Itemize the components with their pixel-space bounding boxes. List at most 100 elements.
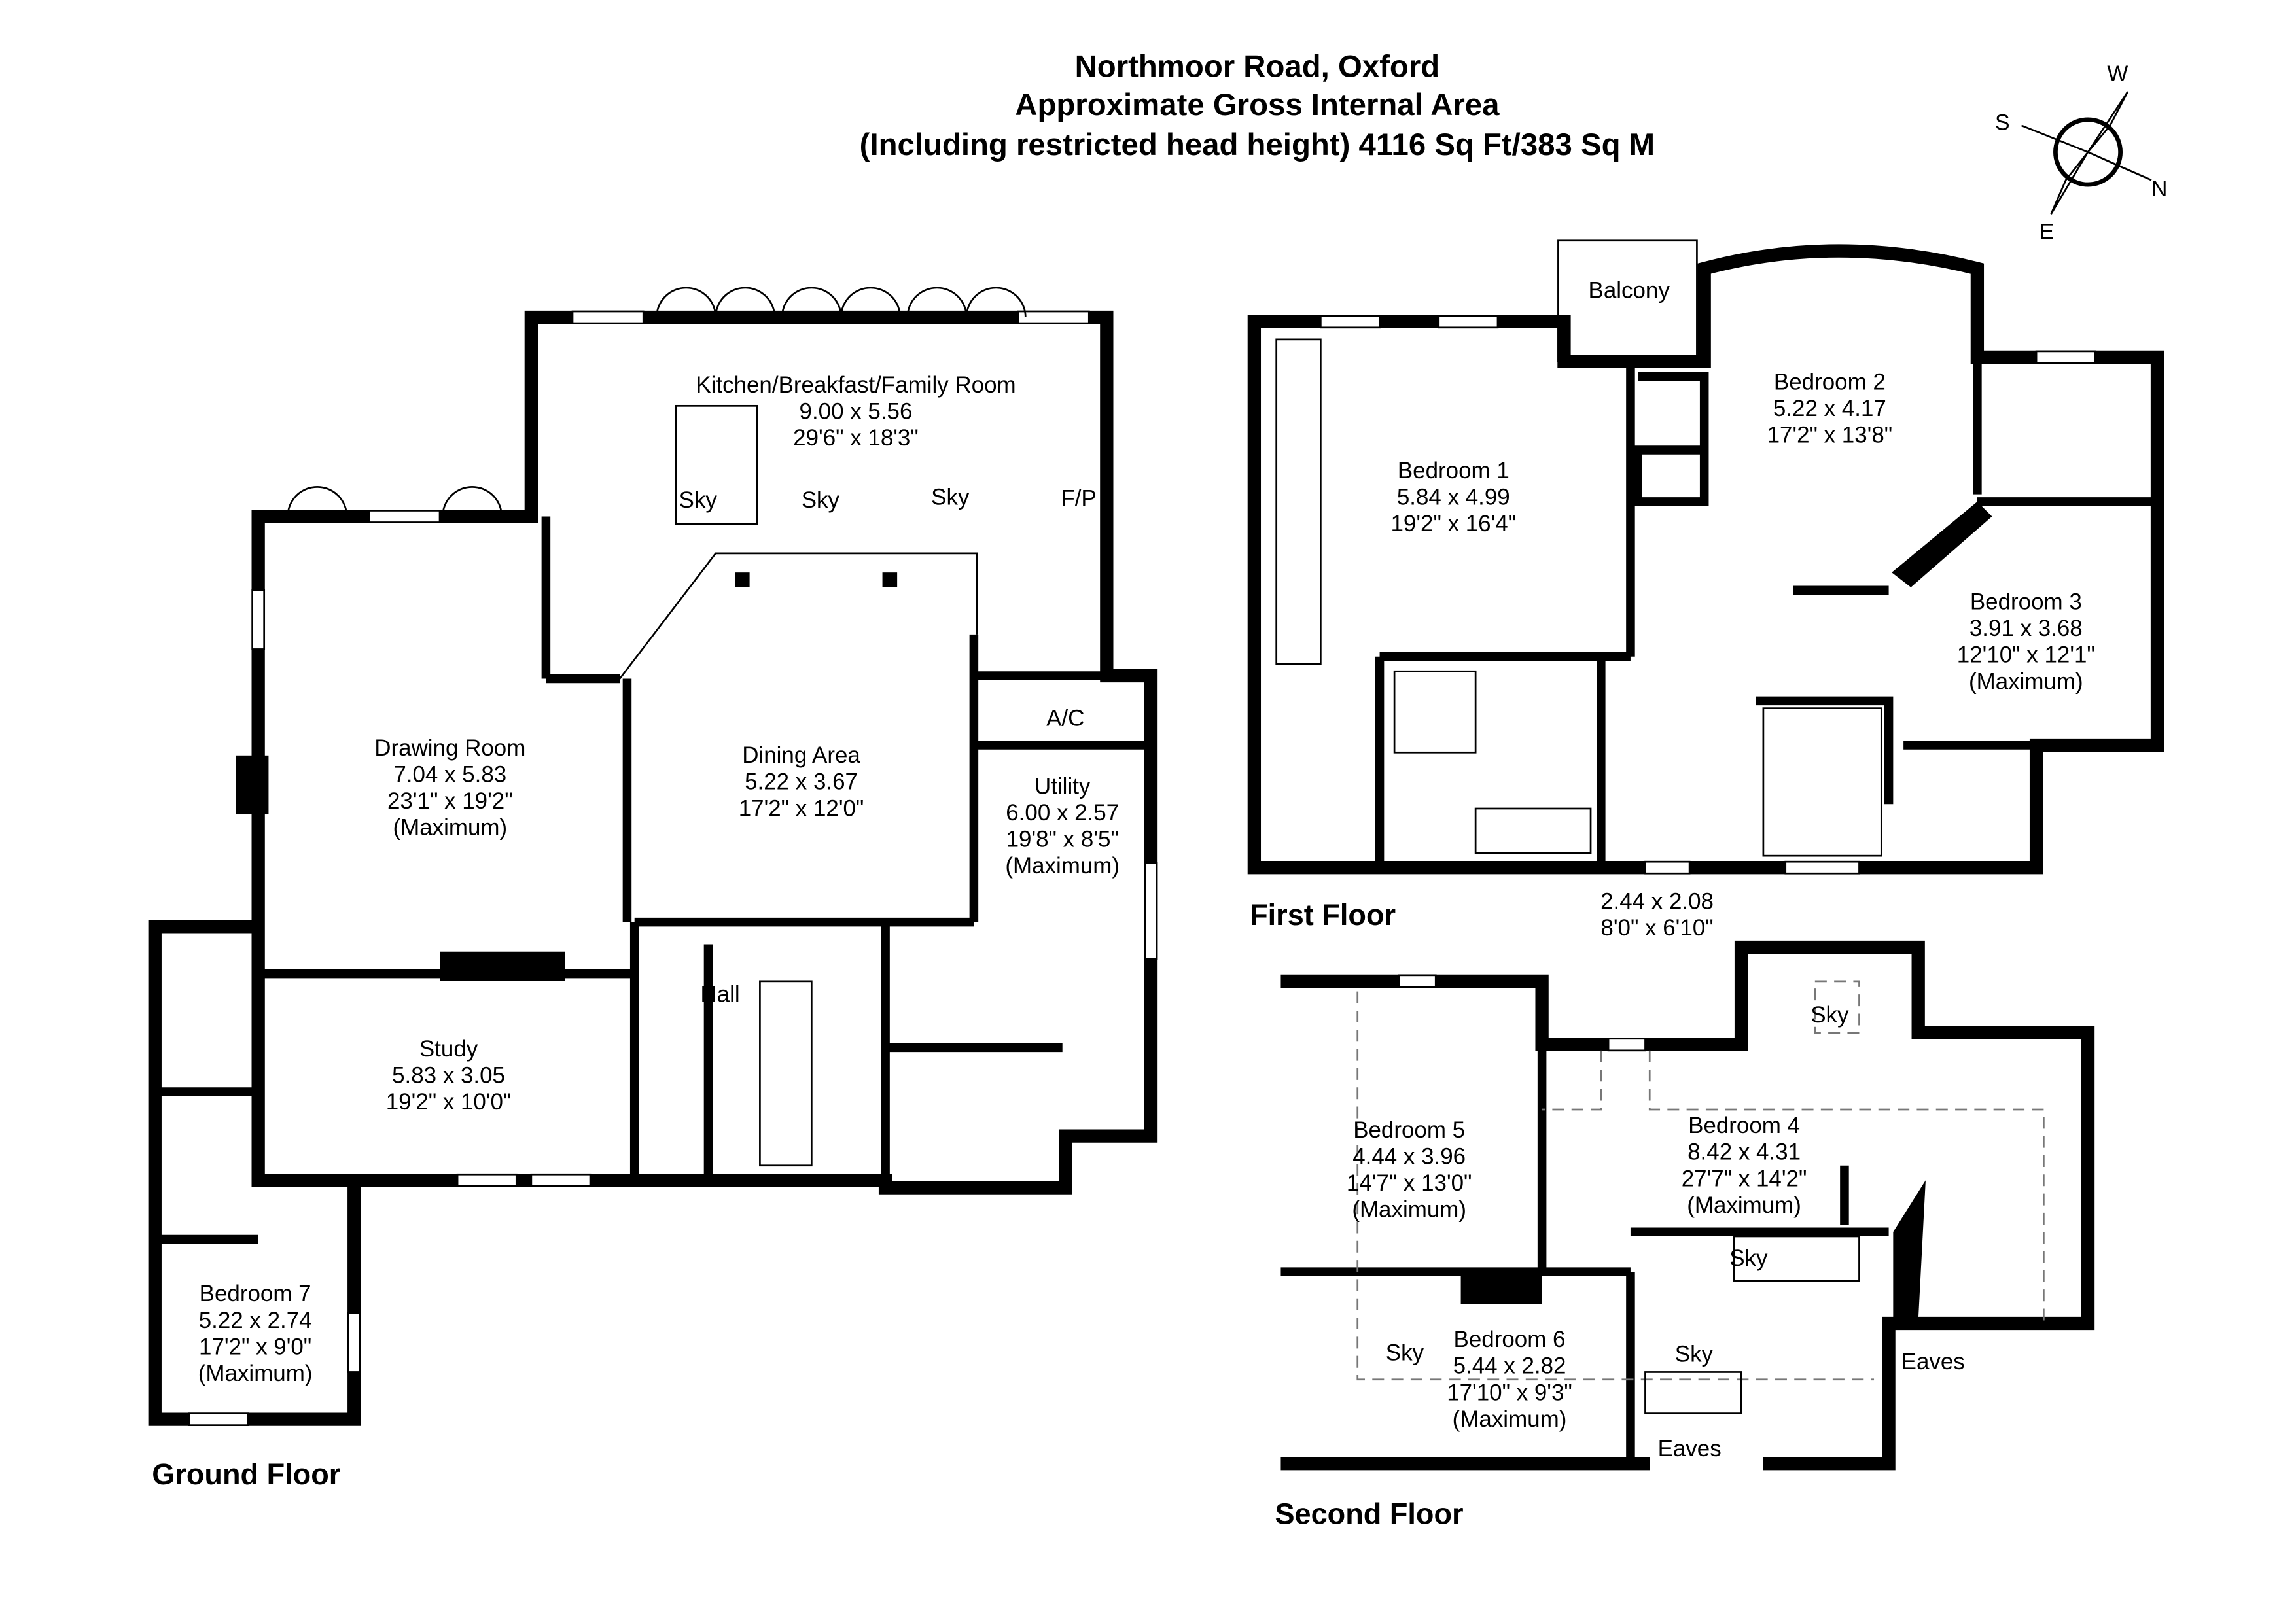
utility-metric: 6.00 x 2.57 bbox=[1006, 800, 1119, 826]
compass-w: W bbox=[2107, 61, 2128, 86]
restricted-height-outline bbox=[1356, 980, 2045, 1381]
sky-label: Sky bbox=[679, 487, 718, 513]
sky-label: Sky bbox=[931, 484, 970, 510]
drawing-room-note: (Maximum) bbox=[393, 815, 507, 841]
bedroom6-name: Bedroom 6 bbox=[1454, 1327, 1566, 1352]
bedroom1-imperial: 19'2" x 16'4" bbox=[1391, 511, 1517, 536]
window bbox=[571, 310, 645, 324]
dining-name: Dining Area bbox=[742, 742, 860, 768]
bedroom7-imperial: 17'2" x 9'0" bbox=[199, 1334, 311, 1359]
sky-label: Sky bbox=[1810, 1002, 1849, 1028]
bedroom4-metric: 8.42 x 4.31 bbox=[1687, 1140, 1801, 1165]
second-floor-outer-wall bbox=[1280, 940, 2095, 1471]
bedroom4-name: Bedroom 4 bbox=[1688, 1113, 1800, 1138]
bedroom5-note: (Maximum) bbox=[1352, 1197, 1466, 1223]
sky-label: Sky bbox=[1675, 1342, 1714, 1367]
bedroom7-name: Bedroom 7 bbox=[200, 1281, 311, 1306]
bedroom3-note: (Maximum) bbox=[1969, 669, 2083, 694]
landing-metric: 2.44 x 2.08 bbox=[1600, 888, 1714, 914]
bedroom2-imperial: 17'2" x 13'8" bbox=[1767, 423, 1893, 448]
bedroom4-imperial: 27'7" x 14'2" bbox=[1682, 1166, 1807, 1191]
drawing-room-imperial: 23'1" x 19'2" bbox=[387, 788, 513, 814]
drawing-fireplace bbox=[236, 755, 269, 815]
header: Northmoor Road, Oxford Approximate Gross… bbox=[860, 49, 1655, 162]
first-floor-plan: Balcony Bedroom 1 5.84 x 4.99 19'2" x 16… bbox=[1247, 239, 2164, 941]
balcony-label: Balcony bbox=[1589, 278, 1670, 304]
second-internal-walls bbox=[1280, 1044, 1889, 1461]
window bbox=[1784, 860, 1860, 875]
eaves-block bbox=[1893, 1180, 1926, 1321]
window bbox=[530, 1173, 592, 1187]
bedroom3-wall-diagonal bbox=[1892, 501, 1992, 587]
french-doors bbox=[287, 287, 1027, 517]
area-text: (Including restricted head height) 4116 … bbox=[860, 128, 1655, 162]
first-floor-outer-wall bbox=[1247, 244, 2164, 875]
landing-imperial: 8'0" x 6'10" bbox=[1600, 915, 1713, 941]
ac-label: A/C bbox=[1046, 706, 1084, 731]
window bbox=[368, 510, 441, 523]
bedroom1-name: Bedroom 1 bbox=[1398, 458, 1510, 483]
bedroom5-name: Bedroom 5 bbox=[1353, 1117, 1465, 1143]
hall-label: Hall bbox=[700, 981, 739, 1007]
staircase bbox=[759, 980, 813, 1167]
sky-label: Sky bbox=[1729, 1246, 1768, 1271]
first-floor-label: First Floor bbox=[1250, 898, 1396, 932]
staircase bbox=[1733, 1235, 1860, 1282]
dining-metric: 5.22 x 3.67 bbox=[745, 769, 858, 795]
bedroom5-metric: 4.44 x 3.96 bbox=[1352, 1143, 1466, 1169]
second-floor-plan: Sky Sky Sky Sky Eaves Eaves Bedroom 5 4.… bbox=[1275, 940, 2095, 1531]
dining-imperial: 17'2" x 12'0" bbox=[739, 795, 864, 821]
bedroom2-name: Bedroom 2 bbox=[1774, 370, 1886, 395]
compass-e: E bbox=[2040, 220, 2055, 245]
utility-name: Utility bbox=[1034, 773, 1091, 799]
window bbox=[347, 1312, 361, 1373]
bedroom6-note: (Maximum) bbox=[1453, 1406, 1567, 1432]
drawing-room-metric: 7.04 x 5.83 bbox=[393, 761, 506, 787]
bedroom6-metric: 5.44 x 2.82 bbox=[1453, 1353, 1566, 1379]
study-metric: 5.83 x 3.05 bbox=[392, 1062, 505, 1088]
study-imperial: 19'2" x 10'0" bbox=[386, 1089, 512, 1115]
window bbox=[1144, 862, 1158, 960]
bedroom3-metric: 3.91 x 3.68 bbox=[1969, 616, 2083, 641]
bedroom6-imperial: 17'10" x 9'3" bbox=[1447, 1380, 1572, 1405]
bedroom4-note: (Maximum) bbox=[1687, 1193, 1801, 1218]
wardrobes bbox=[1275, 338, 1322, 665]
eaves-label: Eaves bbox=[1901, 1349, 1965, 1374]
window bbox=[1644, 860, 1691, 875]
bedroom3-name: Bedroom 3 bbox=[1970, 589, 2082, 615]
second-floor-label: Second Floor bbox=[1275, 1497, 1463, 1531]
bedroom3-imperial: 12'10" x 12'1" bbox=[1957, 642, 2095, 668]
compass-icon: W S N E bbox=[1995, 61, 2167, 244]
fp-label: F/P bbox=[1061, 486, 1096, 512]
utility-note: (Maximum) bbox=[1005, 853, 1120, 879]
bedroom1-metric: 5.84 x 4.99 bbox=[1397, 484, 1510, 510]
bedroom7-note: (Maximum) bbox=[198, 1361, 313, 1386]
compass-n: N bbox=[2151, 177, 2167, 201]
address-title: Northmoor Road, Oxford bbox=[1075, 49, 1440, 84]
bedroom5-imperial: 14'7" x 13'0" bbox=[1347, 1170, 1472, 1196]
bath bbox=[1644, 1371, 1742, 1414]
drawing-room-name: Drawing Room bbox=[374, 735, 525, 761]
bedroom2-metric: 5.22 x 4.17 bbox=[1773, 396, 1886, 421]
bedroom7-metric: 5.22 x 2.74 bbox=[199, 1308, 312, 1333]
chimney-block bbox=[1460, 1272, 1542, 1304]
window bbox=[188, 1412, 249, 1426]
staircase bbox=[1762, 707, 1882, 857]
window bbox=[456, 1173, 518, 1187]
ground-floor-plan: Kitchen/Breakfast/Family Room 9.00 x 5.5… bbox=[148, 287, 1158, 1491]
shower bbox=[1393, 670, 1477, 754]
ceiling-outline bbox=[619, 552, 978, 680]
subtitle: Approximate Gross Internal Area bbox=[1015, 88, 1500, 122]
window bbox=[2035, 350, 2096, 364]
ground-internal-walls bbox=[154, 516, 1152, 1244]
sky-label: Sky bbox=[1386, 1340, 1424, 1365]
sky-label: Sky bbox=[802, 487, 840, 513]
ground-floor-label: Ground Floor bbox=[152, 1457, 340, 1491]
kitchen-island bbox=[675, 404, 758, 525]
utility-imperial: 19'8" x 8'5" bbox=[1006, 827, 1119, 852]
window bbox=[1438, 315, 1499, 329]
kitchen-imperial: 29'6" x 18'3" bbox=[793, 425, 919, 451]
window bbox=[1607, 1038, 1646, 1052]
kitchen-name: Kitchen/Breakfast/Family Room bbox=[696, 372, 1016, 398]
